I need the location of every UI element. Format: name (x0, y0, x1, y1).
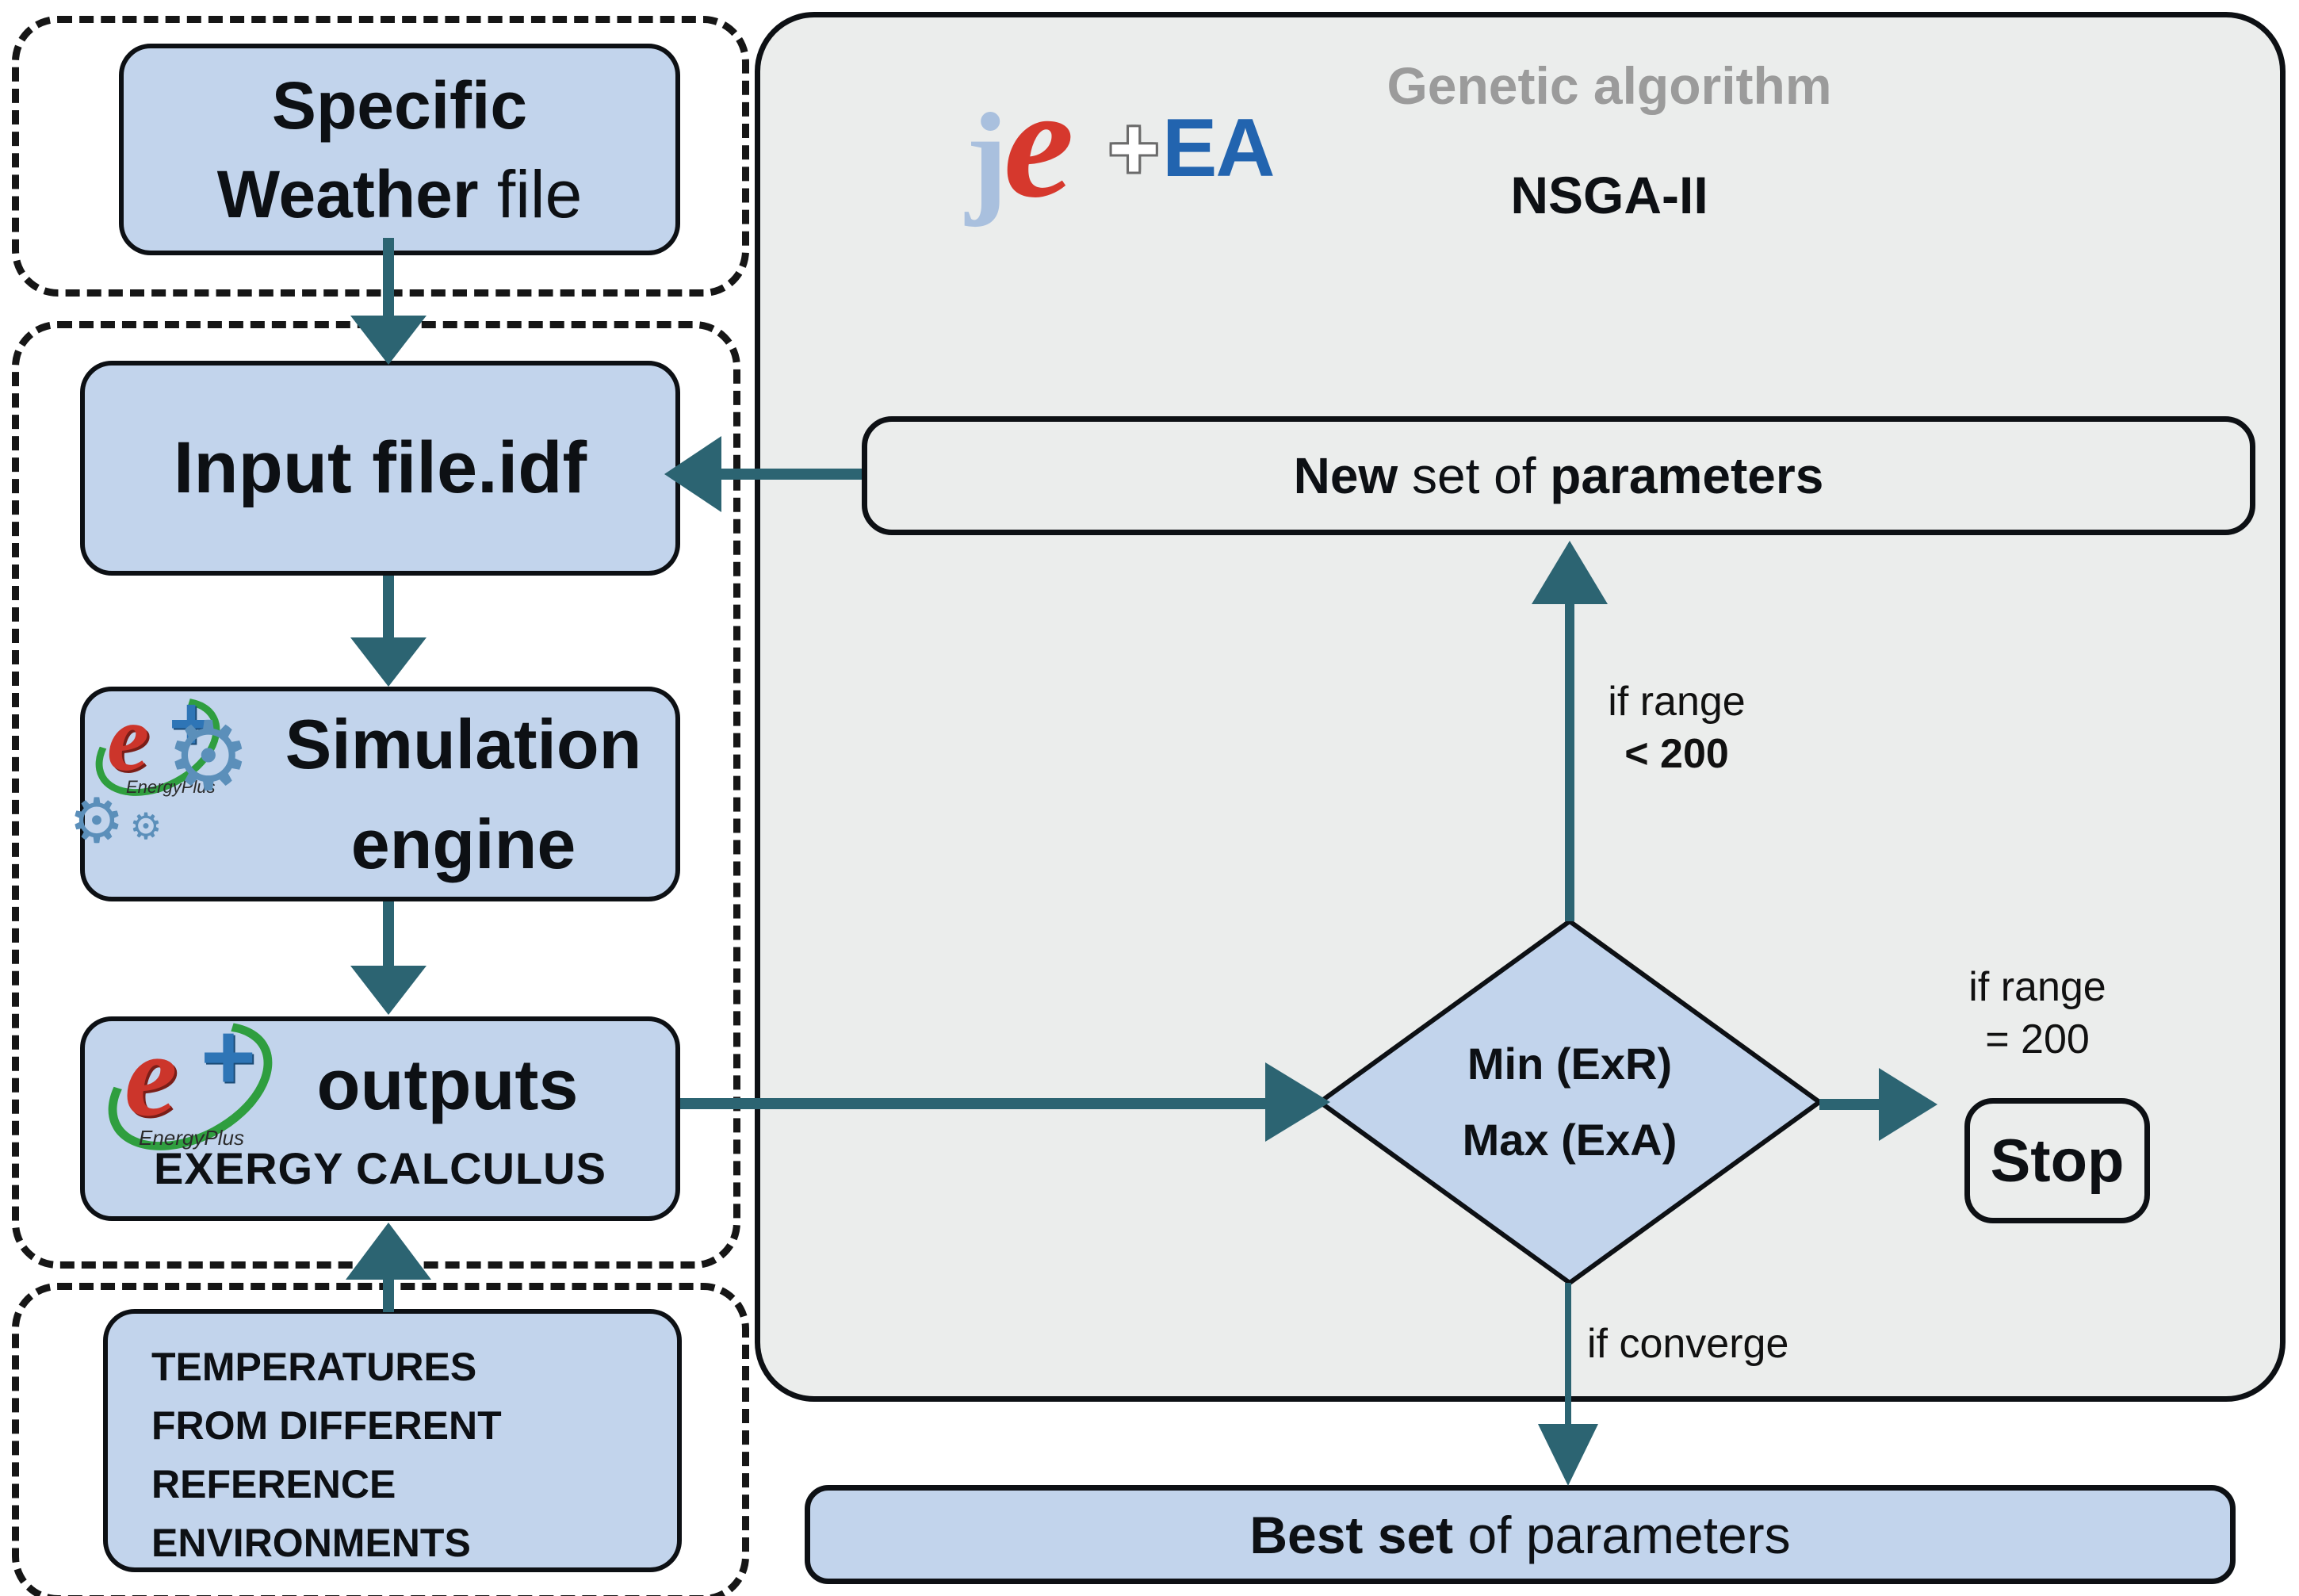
best-set-label: Best set of parameters (1249, 1505, 1791, 1564)
reference-line2: FROM DIFFERENT (151, 1403, 502, 1448)
weather-line2: Weather file (216, 156, 583, 232)
stop-node: Stop (1964, 1098, 2150, 1223)
condition-range-lt: if range < 200 (1608, 679, 1746, 777)
simulation-line2: engine (350, 804, 576, 883)
simulation-line1: Simulation (285, 704, 642, 783)
condition-range-eq: if range = 200 (1968, 964, 2106, 1062)
decision-diamond-label: Min (ExR) Max (ExA) (1320, 921, 1819, 1283)
reference-line1: TEMPERATURES (151, 1345, 477, 1389)
jeplus-logo-plus-icon: + (1108, 100, 1160, 197)
arrowhead-down-icon (1538, 1424, 1598, 1486)
gear-icon: ⚙ (69, 786, 124, 855)
input-file-node: Input file.idf (80, 361, 680, 576)
reference-line3: REFERENCE (151, 1462, 396, 1506)
reference-environments-node: TEMPERATURES FROM DIFFERENT REFERENCE EN… (103, 1309, 682, 1572)
reference-line4: ENVIRONMENTS (151, 1521, 471, 1565)
gears-icon: ⚙ ⚙ ⚙ (69, 709, 275, 852)
energyplus-wordmark: EnergyPlus (126, 777, 216, 797)
energyplus-e: e (124, 1009, 178, 1141)
jeplus-logo-e: e (1004, 55, 1074, 231)
panel-title: Genetic algorithm (1387, 56, 1832, 115)
jeplus-ea-logo: j e + EA (966, 55, 1275, 231)
outputs-node: e + EnergyPlus outputs EXERGY CALCULUS (80, 996, 680, 1221)
condition-converge: if converge (1587, 1321, 1789, 1367)
weather-line1: Specific (271, 67, 528, 143)
weather-group-outline (12, 16, 749, 297)
objective-min: Min (ExR) (1467, 1039, 1673, 1089)
outputs-title: outputs (316, 1046, 579, 1125)
energyplus-logo-icon: e + EnergyPlus ⚙ ⚙ ⚙ (69, 677, 275, 852)
new-set-parameters-node: New set of parameters (862, 416, 2255, 535)
energyplus-plus-icon: + (201, 1004, 257, 1110)
panel-subtitle: NSGA-II (1510, 166, 1708, 224)
exergy-calculus-label: EXERGY CALCULUS (154, 1143, 606, 1193)
weather-file-node: Specific Weather file (119, 44, 680, 255)
gear-icon: ⚙ (129, 806, 163, 847)
gear-icon: ⚙ (166, 703, 251, 809)
best-set-parameters-node: Best set of parameters (805, 1485, 2236, 1584)
jeplus-logo-j: j (966, 86, 1008, 228)
new-set-label: New set of parameters (1293, 447, 1824, 504)
energyplus-plus-icon: + (169, 681, 214, 766)
jeplus-logo-ea: EA (1162, 102, 1275, 194)
input-file-label: Input file.idf (173, 427, 587, 508)
simulation-engine-node: e + EnergyPlus ⚙ ⚙ ⚙ Simulation engine (69, 677, 680, 901)
energyplus-e: e (107, 685, 150, 790)
energyplus-logo-icon: e + EnergyPlus (86, 996, 294, 1177)
objective-max: Max (ExA) (1462, 1115, 1677, 1165)
stop-label: Stop (1990, 1127, 2125, 1195)
energyplus-wordmark: EnergyPlus (139, 1126, 244, 1150)
